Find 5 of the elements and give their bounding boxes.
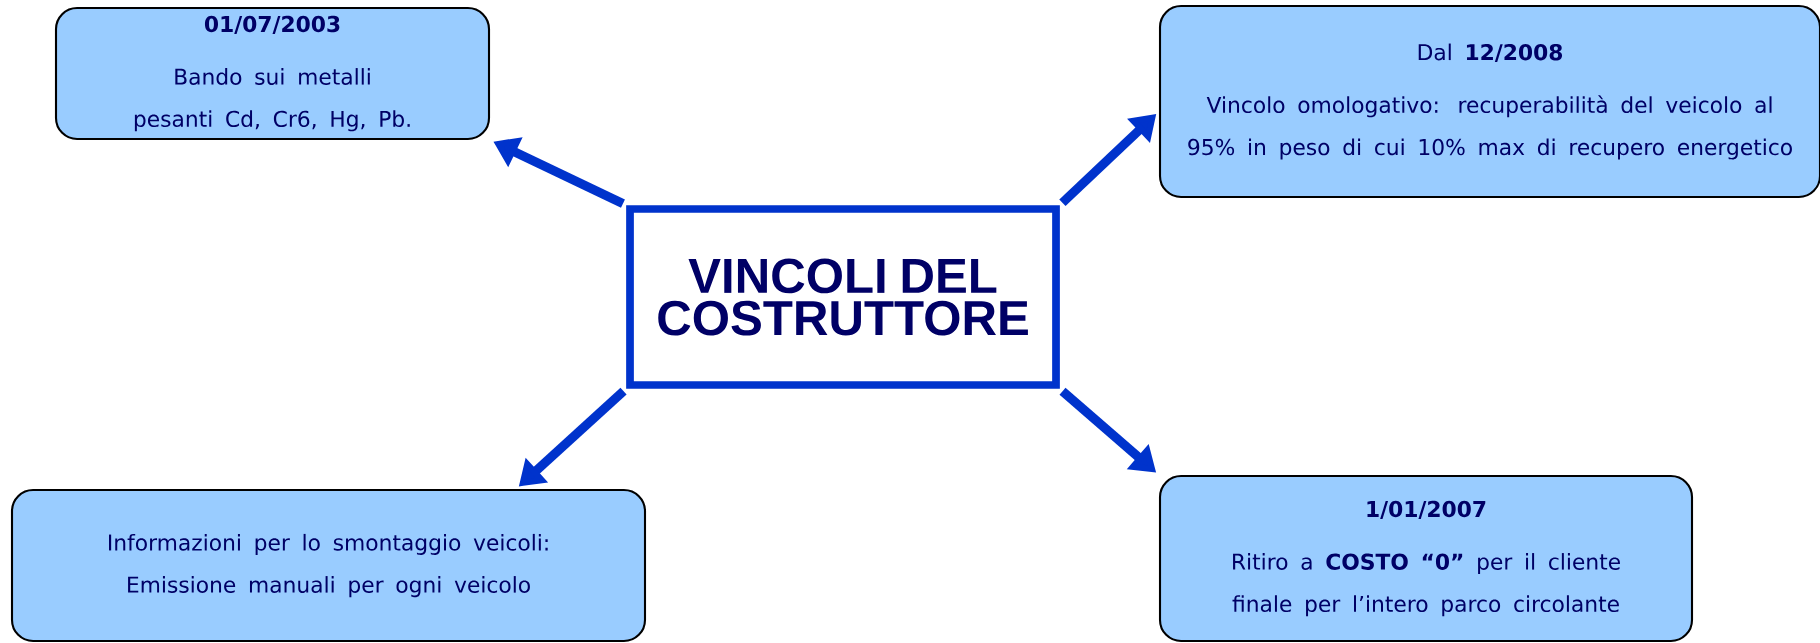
info-box: Informazioni per lo smontaggio veicoli: Emissione manuali per ogni veicolo: [10, 488, 647, 643]
info-box: Dal 12/2008 Vincolo omologativo: recuperabilità del veicolo al 95% in peso di cui 10% max di recupero energetico: [1158, 4, 1820, 199]
info-box: 01/07/2003 Bando sui metalli pesanti Cd, Cr6, Hg, Pb.: [54, 6, 491, 141]
title-box: VINCOLI DEL COSTRUTTORE: [626, 205, 1060, 389]
info-box: 1/01/2007 Ritiro a COSTO “0” per il cliente finale per l’intero parco circolante: [1158, 474, 1694, 643]
